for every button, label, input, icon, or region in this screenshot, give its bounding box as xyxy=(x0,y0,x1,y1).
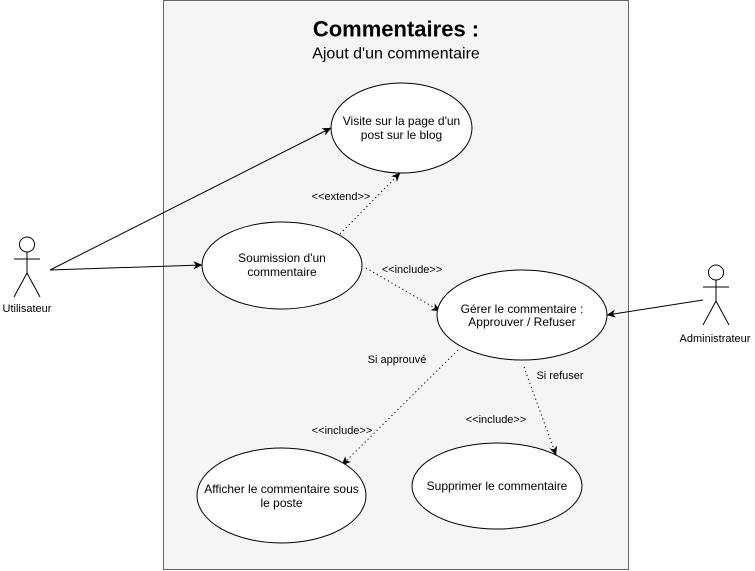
use-case-visit-shape xyxy=(330,82,473,174)
use-case-display-line-1: Afficher le commentaire sous xyxy=(204,482,359,496)
use-case-manage-line-2: Approuver / Refuser xyxy=(468,315,575,329)
use-case-display-line-2: le poste xyxy=(260,496,302,510)
use-case-display: Afficher le commentaire sous le poste xyxy=(196,447,367,544)
actor-user-head xyxy=(19,236,35,253)
actor-admin: Administrateur xyxy=(680,264,751,345)
extend-submit-visit xyxy=(339,172,401,235)
actor-admin-leg-right xyxy=(715,300,730,326)
actor-admin-label: Administrateur xyxy=(680,333,751,345)
actor-user-leg-left xyxy=(13,272,28,298)
use-case-submit-line-1: Soumission d'un xyxy=(238,251,326,265)
include-manage-delete xyxy=(523,366,557,456)
label-condition-refused: Si refuser xyxy=(536,370,583,382)
label-include-manage-delete: <<include>> xyxy=(466,414,527,426)
use-case-submit-line-2: commentaire xyxy=(247,265,317,279)
actor-admin-icon xyxy=(702,264,730,326)
diagram-subtitle: Ajout d'un commentaire xyxy=(312,46,480,63)
use-case-submit-shape xyxy=(201,221,363,310)
association-admin-manage xyxy=(606,299,704,318)
use-case-delete-line-1: Supprimer le commentaire xyxy=(427,479,568,493)
actor-admin-leg-left xyxy=(702,300,717,326)
label-condition-approved: Si approuvé xyxy=(368,354,427,366)
use-case-delete-shape xyxy=(411,442,583,530)
use-case-submit: Soumission d'un commentaire xyxy=(201,221,363,310)
use-case-manage: Gérer le commentaire : Approuver / Refus… xyxy=(436,269,608,361)
actor-admin-head xyxy=(708,264,724,281)
association-user-visit xyxy=(49,127,332,271)
label-include-submit-manage: <<include>> xyxy=(382,264,443,276)
actor-user: Utilisateur xyxy=(3,236,52,315)
use-case-visit-line-2: post sur le blog xyxy=(361,128,442,142)
include-submit-manage xyxy=(365,267,441,312)
label-include-manage-display: <<include>> xyxy=(312,425,373,437)
use-case-display-shape xyxy=(196,447,367,544)
actor-user-label: Utilisateur xyxy=(3,303,52,315)
use-case-visit-line-1: Visite sur la page d'un xyxy=(343,114,460,128)
use-case-manage-shape xyxy=(436,269,608,361)
association-user-submit xyxy=(49,261,203,271)
label-extend-submit-visit: <<extend>> xyxy=(312,191,371,203)
diagram-title: Commentaires : xyxy=(313,17,479,42)
use-case-delete: Supprimer le commentaire xyxy=(411,442,583,530)
use-case-manage-line-1: Gérer le commentaire : xyxy=(461,302,584,316)
use-case-visit: Visite sur la page d'un post sur le blog xyxy=(330,82,473,174)
actor-user-leg-right xyxy=(26,272,41,298)
actor-user-icon xyxy=(13,236,41,298)
